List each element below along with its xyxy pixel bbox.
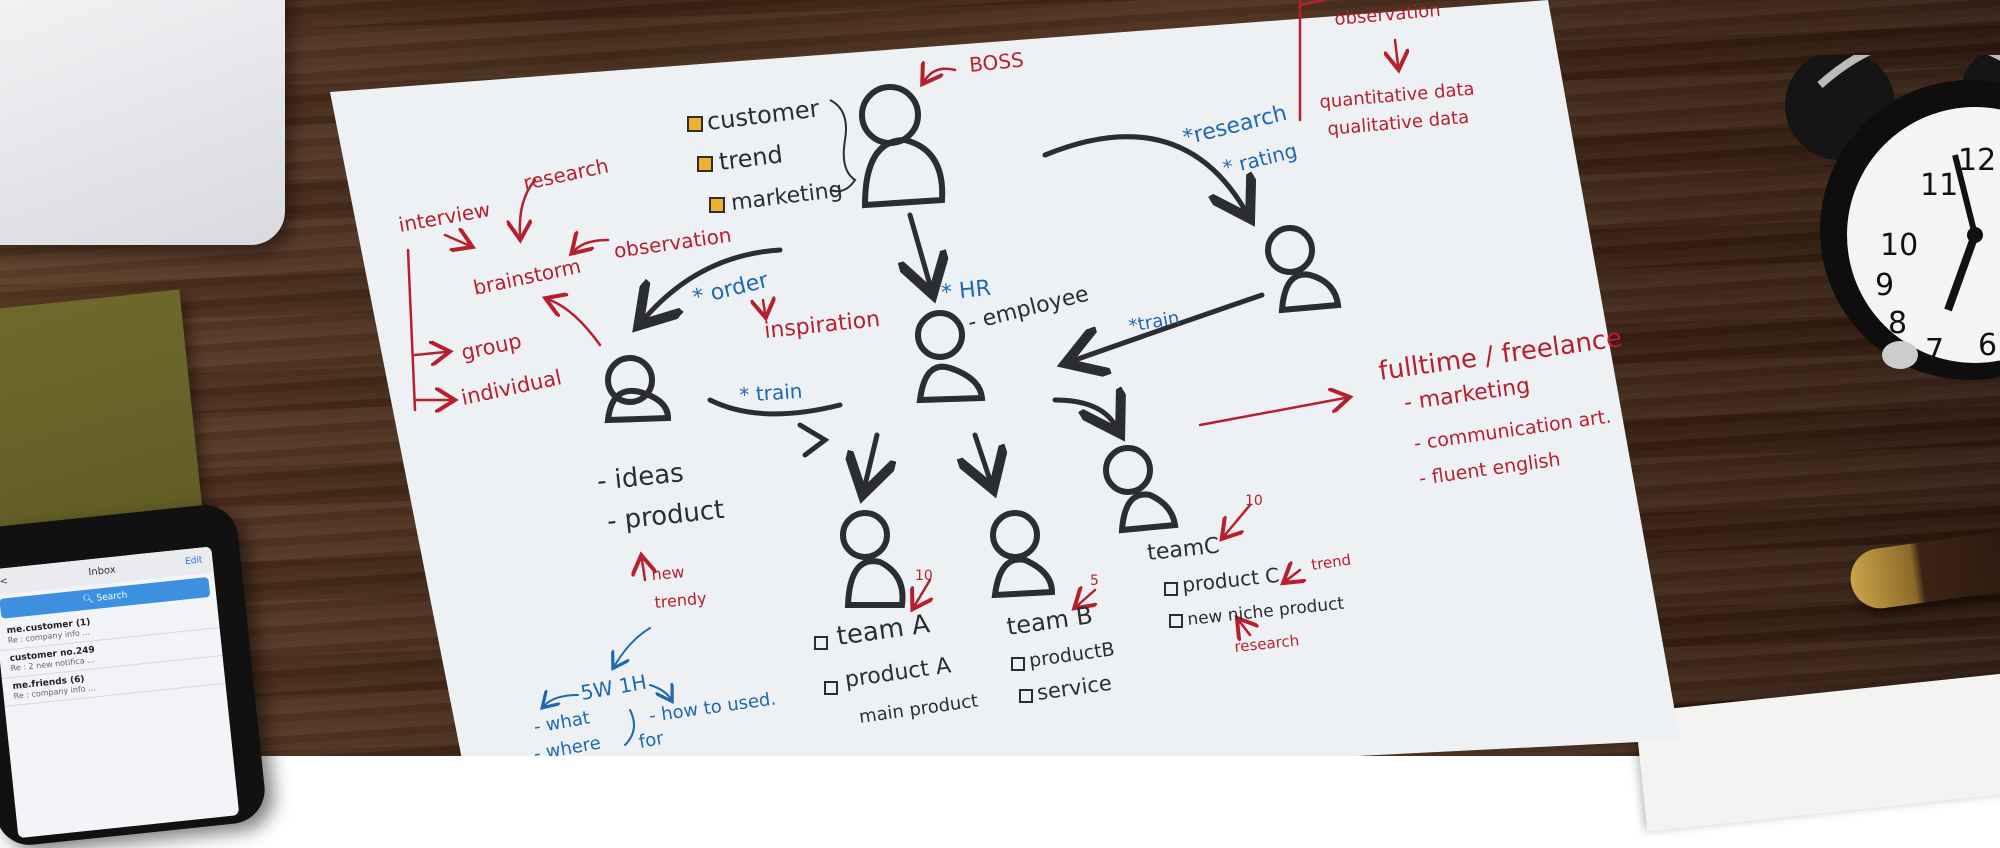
trendy-label: trendy <box>654 589 708 612</box>
arrow-to-brainstorm <box>550 300 602 347</box>
arrow-trend <box>1287 570 1300 580</box>
checkbox <box>1164 582 1178 596</box>
hr-figure <box>915 310 986 404</box>
clock-number: 12 <box>1958 143 1996 178</box>
arrow-research <box>520 178 537 235</box>
clock-number: 9 <box>1875 268 1894 303</box>
laptop <box>0 0 285 245</box>
clock-number: 11 <box>1920 168 1958 203</box>
arrow-boss-right <box>1042 134 1245 210</box>
arrow-inspiration <box>763 300 765 313</box>
arrow-to-team-c <box>1052 400 1115 425</box>
checkbox <box>1011 657 1025 671</box>
checkbox <box>1019 689 1033 703</box>
paper-sheet <box>330 0 1680 756</box>
checkbox <box>697 156 713 172</box>
arrow-boss-label <box>925 69 957 80</box>
arrow-team-c-10 <box>1225 503 1252 535</box>
brace <box>624 709 635 746</box>
arrow-right-hr <box>1075 292 1265 360</box>
red-tick <box>1298 0 1327 7</box>
clock-hour-hand <box>1944 233 1979 312</box>
clock-handle <box>1817 55 2000 88</box>
arrow-observation <box>575 240 610 250</box>
checkbox <box>824 681 838 695</box>
arrow-to-5w1h <box>615 627 651 665</box>
team-c-figure <box>1103 445 1179 534</box>
arrow-team-b-5 <box>1078 590 1095 605</box>
arrow-team-a-10 <box>915 578 930 605</box>
checkbox <box>814 636 828 650</box>
hr-label: * HR <box>940 276 992 306</box>
checkbox <box>687 116 703 132</box>
checkbox <box>709 197 725 213</box>
trend-label: trend <box>1310 551 1352 574</box>
tasks-bracket <box>829 99 857 193</box>
for-label: for <box>637 728 666 753</box>
clock-foot <box>1882 341 1918 369</box>
train-arrowhead <box>797 422 830 458</box>
checkbox <box>1169 614 1183 628</box>
arrow-to-how <box>649 685 670 698</box>
right-figure <box>1265 225 1342 314</box>
arrow-new <box>642 560 645 582</box>
clock-minute-hand <box>1952 154 1978 236</box>
arrow-to-team-b <box>975 432 990 480</box>
team-c-count: 10 <box>1245 493 1263 509</box>
arrow-research-small <box>1240 622 1250 635</box>
sketch-paper: customer trend marketing - employee - id… <box>330 0 1680 756</box>
boss-figure <box>859 84 946 209</box>
arrow-to-team-a <box>865 432 877 485</box>
team-b-figure <box>990 510 1056 599</box>
arrow-observation-top <box>1395 38 1398 65</box>
arrow-to-group <box>413 352 445 355</box>
team-a-count: 10 <box>915 568 933 584</box>
train-left-label: * train <box>739 379 803 407</box>
clock-center <box>1967 227 1983 243</box>
clock-number: 6 <box>1978 328 1997 363</box>
team-b-count: 5 <box>1090 573 1099 589</box>
arrow-to-what <box>545 695 579 705</box>
alarm-clock: 10 11 12 9 8 7 6 <box>1785 55 2000 380</box>
team-a-figure <box>840 510 906 608</box>
clock-number: 10 <box>1880 228 1918 263</box>
arrow-to-fulltime <box>1198 398 1345 427</box>
red-bracket-line <box>406 248 417 412</box>
boss-label: BOSS <box>968 47 1025 77</box>
new-label: new <box>651 562 686 584</box>
clock-number: 7 <box>1925 333 1944 368</box>
arrow-interview <box>443 235 468 245</box>
train-line <box>707 397 843 417</box>
left-figure <box>604 355 672 424</box>
clock-number: 8 <box>1888 306 1907 341</box>
arrow-boss-left <box>645 247 783 318</box>
arrow-boss-hr <box>910 212 930 285</box>
